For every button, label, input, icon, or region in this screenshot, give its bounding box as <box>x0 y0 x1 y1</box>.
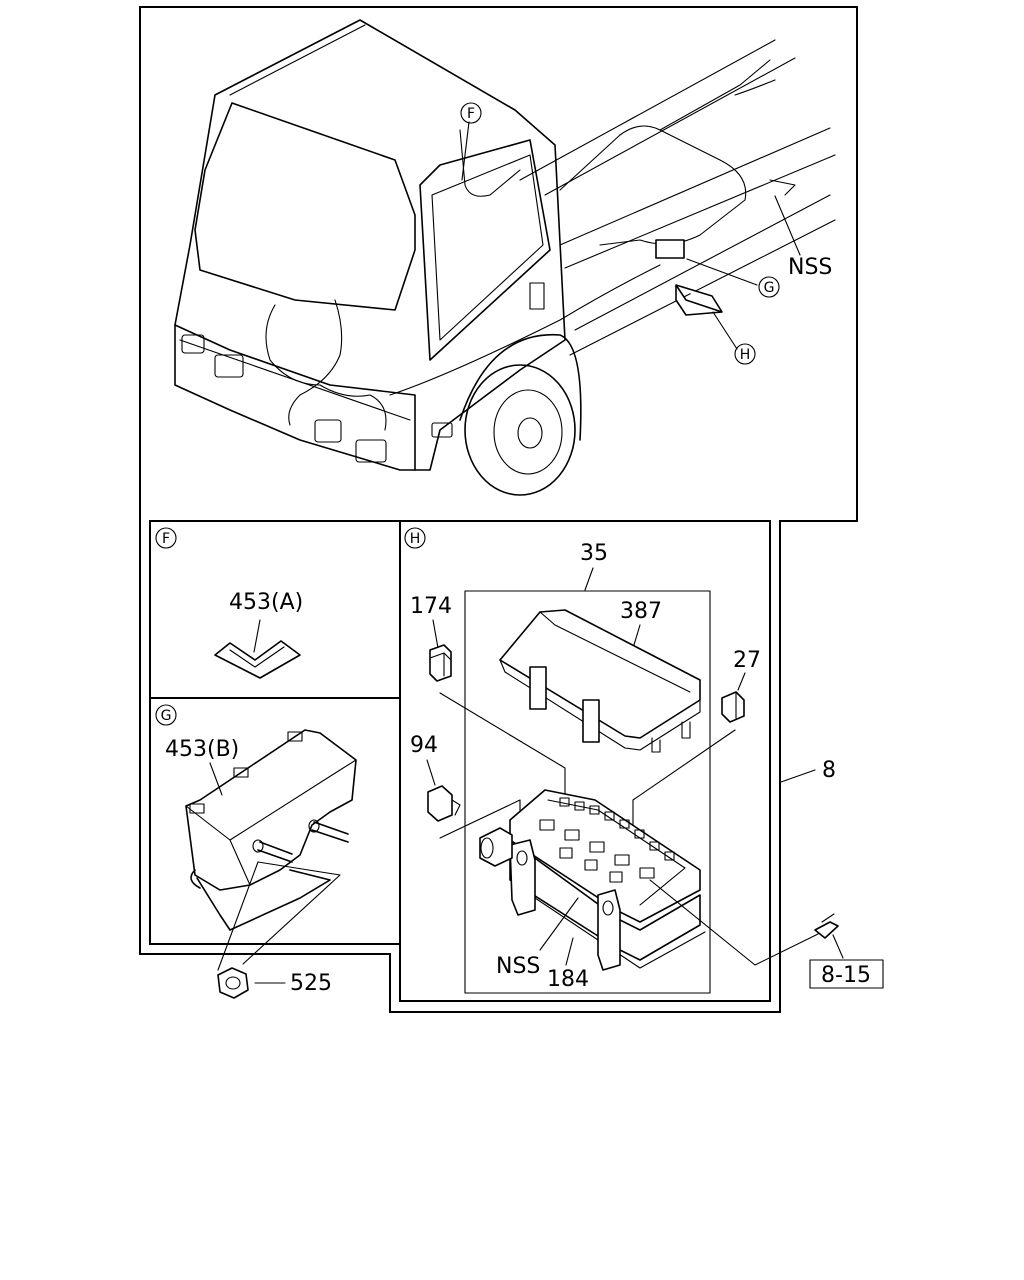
part-94-relay <box>427 785 461 822</box>
callout-top-G: G <box>764 280 775 296</box>
panel-H-marker: H <box>410 531 421 547</box>
part-387-cover <box>499 609 701 753</box>
part-174-relay <box>429 644 452 682</box>
part-screw <box>814 913 839 939</box>
callout-top-H: H <box>740 347 751 363</box>
panel-F-marker: F <box>162 531 170 547</box>
label-94: 94 <box>410 733 438 758</box>
callout-top-NSS: NSS <box>788 255 832 280</box>
label-NSS-H: NSS <box>496 954 540 979</box>
part-453B-cover <box>185 729 357 931</box>
panel-H <box>399 520 771 1002</box>
label-35: 35 <box>580 541 608 566</box>
label-184: 184 <box>547 967 589 992</box>
part-453A-clip <box>214 640 301 679</box>
label-525: 525 <box>290 971 332 996</box>
part-fuse-block <box>479 789 706 971</box>
fuse-box-frame <box>464 590 711 994</box>
callout-top-F: F <box>467 106 475 122</box>
outer-frame <box>139 6 858 1013</box>
label-27: 27 <box>733 648 761 673</box>
label-387: 387 <box>620 599 662 624</box>
label-453B: 453(B) <box>165 737 239 762</box>
label-8: 8 <box>822 758 836 783</box>
part-525-nut <box>217 967 249 999</box>
label-453A: 453(A) <box>229 590 303 615</box>
ref-8-15-box <box>809 959 884 989</box>
label-174: 174 <box>410 594 452 619</box>
ref-8-15: 8-15 <box>821 963 871 988</box>
panel-G-marker: G <box>161 708 172 724</box>
truck-illustration <box>174 19 836 496</box>
part-27-fuse <box>721 691 745 723</box>
